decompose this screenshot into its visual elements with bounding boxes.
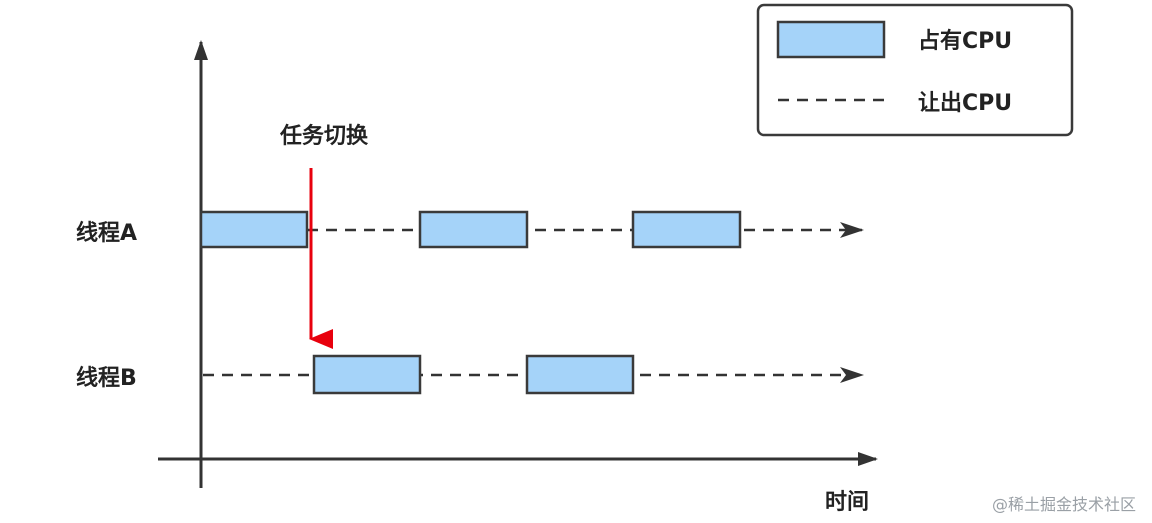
task-switch-label: 任务切换	[279, 123, 369, 149]
thread-b-label: 线程B	[76, 365, 137, 391]
thread-a-cpu-block	[199, 210, 309, 249]
thread-a-cpu-block	[418, 210, 529, 249]
thread-b-cpu-block	[312, 354, 422, 395]
thread-b-cpu-block	[525, 354, 635, 395]
thread-a-cpu-block	[631, 210, 742, 249]
legend-occupy-label: 占有CPU	[918, 28, 1012, 54]
x-axis-label: 时间	[825, 490, 869, 515]
thread-a-label: 线程A	[76, 220, 137, 246]
watermark: @稀土掘金技术社区	[991, 495, 1136, 514]
legend-occupy-swatch	[776, 20, 886, 59]
legend: 占有CPU 让出CPU	[756, 3, 1074, 137]
legend-yield-label: 让出CPU	[918, 91, 1012, 116]
